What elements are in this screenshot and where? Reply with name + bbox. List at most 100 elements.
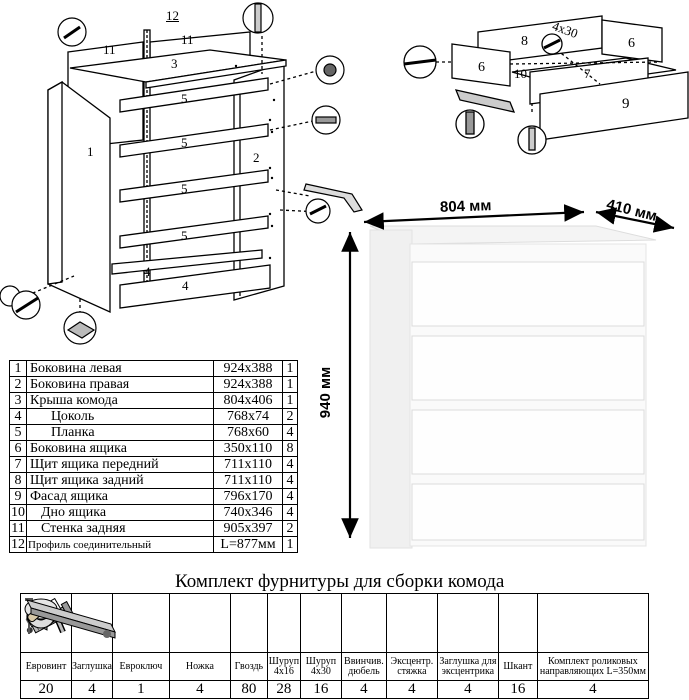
part-size: 740х346 — [213, 504, 283, 521]
part-name: Щит ящика задний — [26, 472, 214, 489]
height-dimension: 940 мм — [317, 366, 335, 419]
part-name: Щит ящика передний — [26, 456, 214, 473]
part-size: 924х388 — [213, 376, 283, 393]
part-number: 2 — [9, 376, 27, 393]
kit-item-label: Шуруп 4х30 — [299, 652, 342, 681]
label-side-left: 1 — [87, 144, 94, 159]
part-name: Фасад ящика — [26, 488, 214, 505]
kit-item-count: 80 — [229, 680, 268, 699]
part-name: Стенка задняя — [26, 520, 214, 537]
label-plinth-back: 4 — [144, 264, 151, 279]
part-qty: 2 — [282, 520, 298, 537]
kit-item-label: Комплект роликовых направляющих L=350мм — [536, 652, 649, 681]
kit-item-count: 20 — [20, 680, 72, 699]
drawer-guide-rail-icon — [454, 89, 516, 113]
width-dimension: 804 мм — [439, 197, 492, 216]
kit-item-count: 16 — [497, 680, 538, 699]
label-drawer-front: 7 — [584, 66, 591, 81]
chest-side — [369, 229, 413, 549]
eccentric-plug-icon — [24, 593, 499, 653]
part-qty: 1 — [282, 392, 298, 409]
screw-4x16-icon — [28, 593, 301, 653]
kit-item-count: 28 — [266, 680, 301, 699]
part-number: 3 — [9, 392, 27, 409]
drawer-side-right — [601, 19, 663, 63]
part-number: 7 — [9, 456, 27, 473]
carcass-exploded-view — [15, 29, 321, 314]
rail-1 — [119, 77, 269, 113]
part-name: Боковина левая — [26, 360, 214, 377]
kit-item-count: 4 — [340, 680, 387, 699]
part-size: 796х170 — [213, 488, 283, 505]
chest-render — [341, 204, 675, 549]
part-number: 5 — [9, 424, 27, 441]
part-number: 1 — [9, 360, 27, 377]
kit-item-count: 4 — [168, 680, 231, 699]
part-size: 711х110 — [213, 456, 283, 473]
part-qty: 4 — [282, 504, 298, 521]
chest-drawer-2 — [411, 335, 645, 401]
part-name: Профиль соединительный — [26, 536, 214, 553]
label-drawer-back: 8 — [521, 34, 528, 49]
label-drawer-side-left: 6 — [478, 60, 485, 75]
roller-guides-icon — [25, 593, 649, 653]
dowel-icon — [25, 593, 387, 653]
part-name: Цоколь — [26, 408, 214, 425]
shkant-icon — [26, 593, 538, 653]
kit-item-count: 4 — [71, 680, 113, 699]
part-qty: 2 — [282, 408, 298, 425]
rail-3 — [119, 169, 269, 203]
leg-icon — [25, 593, 231, 653]
part-number: 11 — [9, 520, 27, 537]
screw-4x30-icon — [25, 593, 342, 653]
kit-title: Комплект фурнитуры для сборки комода — [175, 571, 505, 592]
kit-item-label: Эксцентр. стяжка — [385, 652, 438, 681]
label-side-right: 2 — [253, 150, 260, 165]
nail-icon — [24, 593, 268, 653]
label-rail-3: 5 — [181, 181, 188, 196]
kit-item-label: Шкант — [497, 652, 538, 681]
depth-arrow — [595, 207, 675, 233]
label-drawer-bottom: 10 — [514, 66, 527, 81]
part-number: 9 — [9, 488, 27, 505]
rail-4 — [119, 215, 269, 249]
part-name: Планка — [26, 424, 214, 441]
kit-item-count: 4 — [436, 680, 499, 699]
kit-item-label: Гвоздь — [229, 652, 268, 681]
kit-item-label: Ножка — [168, 652, 231, 681]
chest-drawer-3 — [411, 409, 645, 475]
width-arrow — [363, 204, 585, 230]
kit-item-label: Заглушка — [71, 652, 113, 681]
part-qty: 4 — [282, 488, 298, 505]
label-back-panel-a: 11 — [103, 42, 116, 57]
detail-callouts — [0, 2, 363, 345]
kit-item-label: Шуруп 4х16 — [266, 652, 301, 681]
part-qty: 4 — [282, 424, 298, 441]
label-back-panel-b: 11 — [181, 32, 194, 47]
eurokey-icon — [28, 593, 170, 653]
part-number: 6 — [9, 440, 27, 457]
part-qty: 1 — [282, 536, 298, 553]
plinth-back — [111, 249, 263, 275]
part-number: 8 — [9, 472, 27, 489]
part-size: 905х397 — [213, 520, 283, 537]
kit-item-label: Ввинчив. дюбель — [340, 652, 387, 681]
drawer-side-left — [451, 43, 511, 87]
label-rail-4: 5 — [181, 228, 188, 243]
part-name: Боковина правая — [26, 376, 214, 393]
kit-item-label: Евроключ — [111, 652, 170, 681]
part-name: Крыша комода — [26, 392, 214, 409]
eccentric-icon — [26, 593, 438, 653]
label-drawer-side-right: 6 — [628, 36, 635, 51]
